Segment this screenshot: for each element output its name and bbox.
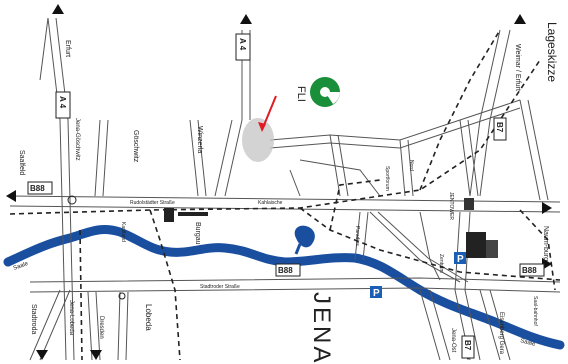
parking-1: P: [457, 254, 464, 265]
label-saale-west: Saale: [13, 261, 30, 272]
label-jena-lobeda: Jena-Lobeda: [68, 300, 74, 336]
parking-icons: [370, 252, 466, 298]
label-saalfeld: Saalfeld: [18, 150, 25, 175]
label-sportforum: Sportforum: [384, 166, 390, 191]
shield-b88-west: B88: [30, 184, 45, 193]
junction-marker: [67, 195, 77, 205]
fli-label: FLI: [295, 86, 307, 102]
label-paradies: Paradies: [354, 226, 360, 246]
label-stadtroda: Stadtroda: [30, 304, 37, 334]
label-jentower: JENTOWER: [448, 192, 454, 220]
label-lobeda: Lobeda: [144, 304, 153, 331]
poi-marker: [118, 292, 126, 300]
label-rudolstaedter: Rudolstädter Straße: [130, 200, 175, 206]
city-label: JENA: [308, 292, 335, 364]
label-erfurt: Erfurt: [64, 40, 71, 57]
shield-b88-mid: B88: [278, 266, 293, 275]
label-burgau: Burgau: [194, 222, 201, 245]
shield-a4-north: A 4: [238, 38, 247, 51]
map-title: Lageskizze: [545, 22, 559, 82]
parking-2: P: [373, 288, 380, 299]
fli-campus[interactable]: [242, 118, 274, 162]
shield-b88-east: B88: [522, 266, 537, 275]
label-goeschwitz: Göschwitz: [132, 130, 139, 163]
railway-lines: [9, 29, 561, 361]
label-saale-east: Saale: [519, 338, 536, 348]
label-zentrum: Zentrum: [438, 254, 444, 273]
label-stadtroder-strasse: Stadtroder Straße: [200, 284, 240, 290]
label-winzerla: Winzerla: [196, 126, 203, 153]
road-network: [9, 17, 561, 361]
shield-b7-north: B7: [495, 122, 504, 133]
label-bahnhof: Saal-bahnhof: [532, 296, 538, 326]
label-nord: Nord: [408, 160, 414, 171]
shield-a4-west: A 4: [58, 96, 67, 109]
label-eisenberg-gera: Eisenberg Gera: [498, 312, 504, 355]
jentower-building: [466, 232, 486, 258]
building-marker: [164, 208, 174, 222]
label-weimar-erfurt: Weimar / Erfurt: [514, 44, 521, 91]
label-naumburg: Naum-burg: [542, 226, 549, 261]
pond: [294, 225, 315, 248]
label-kahlaische: Kahlaische: [258, 200, 283, 206]
river-saale: [3, 225, 565, 350]
label-kaufland: Kaufland: [120, 222, 126, 242]
fli-logo: [310, 77, 340, 107]
road-shields: [27, 33, 545, 359]
label-dresden: Dresden: [98, 316, 104, 339]
label-jena-ost: Jena-Ost: [450, 328, 456, 353]
label-jena-goeschwitz: Jena-Göschwitz: [74, 118, 80, 161]
shield-b7-south: B7: [463, 340, 472, 351]
